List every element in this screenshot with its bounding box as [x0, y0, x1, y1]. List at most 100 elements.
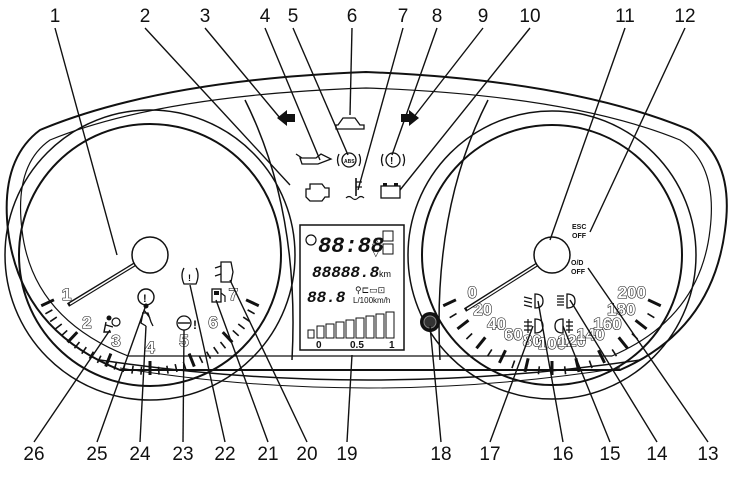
tachometer-tick	[104, 352, 113, 368]
callout-number-21: 21	[257, 444, 278, 465]
callout-leader-9	[412, 27, 484, 119]
tachometer-bezel-outer	[4, 109, 296, 401]
speedometer-tick	[511, 360, 516, 369]
rear-fog-light-icon	[554, 318, 573, 334]
callout-number-13: 13	[697, 444, 718, 465]
od-off-indicator: O/D OFF	[571, 260, 586, 276]
callout-number-12: 12	[674, 6, 695, 27]
callout-leader-20	[229, 279, 308, 443]
trip-reset-button[interactable]	[420, 312, 440, 332]
callout-leader-4	[264, 27, 321, 161]
tachometer-tick	[113, 361, 118, 370]
tachometer-tick	[81, 346, 87, 355]
speedometer-label: 200	[618, 283, 646, 302]
esc-off-label-top: ESC	[572, 224, 586, 231]
tachometer-tick	[245, 298, 260, 308]
speedometer-tick	[647, 312, 655, 319]
callout-leader-14	[569, 299, 658, 443]
battery-icon	[380, 183, 401, 199]
tire-pressure-icon: !	[181, 267, 199, 285]
low-fuel-icon	[211, 288, 226, 303]
svg-text:ABS: ABS	[344, 159, 355, 165]
callout-leader-7	[357, 27, 404, 191]
speedometer-tick	[498, 349, 507, 364]
tachometer-tick	[174, 363, 178, 373]
center-divider-right	[438, 99, 489, 361]
svg-text:!: !	[193, 318, 197, 332]
speedometer-label: 60	[504, 325, 523, 344]
callout-number-11: 11	[615, 6, 635, 27]
callout-number-17: 17	[479, 444, 500, 465]
tachometer-tick	[237, 323, 246, 330]
speedometer-tick	[486, 349, 493, 357]
cluster-base-curve	[99, 359, 641, 381]
callout-leader-25	[96, 304, 147, 443]
tachometer-tick	[232, 329, 240, 337]
down-arrow-icon: ▽	[372, 248, 380, 259]
svg-text:!: !	[188, 273, 191, 283]
center-divider-left	[244, 99, 294, 361]
door-ajar-icon	[214, 261, 234, 283]
tachometer-label: 1	[62, 285, 71, 304]
callout-leader-13	[587, 267, 709, 443]
speedometer-tick	[597, 349, 606, 364]
callout-number-15: 15	[599, 444, 620, 465]
svg-text:!: !	[390, 156, 393, 167]
callout-number-14: 14	[646, 444, 668, 465]
cluster-base-curve-2	[119, 367, 621, 389]
speedometer-label: 40	[487, 314, 506, 333]
speedometer-label: 120	[558, 332, 586, 351]
tachometer-label: 3	[111, 331, 120, 350]
display-odometer-unit: km	[379, 269, 391, 279]
callout-leader-21	[215, 299, 269, 443]
speedometer-tick	[634, 319, 648, 331]
speedometer-bezel	[421, 124, 683, 386]
bar-gauge	[307, 311, 395, 339]
tachometer-label: 4	[145, 338, 155, 357]
callout-leader-15	[562, 325, 611, 443]
tachometer-tick	[157, 366, 160, 375]
tachometer-tick	[247, 309, 256, 315]
callout-number-1: 1	[50, 6, 61, 27]
grid-icon-2	[382, 243, 394, 255]
callout-number-9: 9	[478, 6, 489, 27]
display-consumption: 88.8	[307, 289, 346, 307]
tachometer-tick	[198, 355, 204, 364]
callout-number-2: 2	[140, 6, 151, 27]
callout-number-22: 22	[214, 444, 235, 465]
gauge-scale-mid: 0.5	[350, 340, 364, 351]
clock-icon	[305, 234, 317, 246]
callout-leader-6	[349, 27, 353, 116]
tachometer-tick	[140, 366, 143, 375]
callout-leader-8	[391, 27, 438, 156]
callout-leader-22	[189, 284, 226, 443]
callout-number-19: 19	[336, 444, 357, 465]
speedometer-tick	[537, 366, 541, 375]
callout-leader-18	[429, 325, 442, 443]
callout-number-25: 25	[86, 444, 107, 465]
od-off-label-bottom: OFF	[571, 269, 586, 276]
left-turn-arrow-icon	[277, 110, 295, 126]
tachometer-label: 6	[208, 313, 217, 332]
od-off-label-top: O/D	[571, 260, 583, 267]
speedometer-label: 160	[593, 314, 621, 333]
callout-leader-24	[139, 325, 147, 443]
display-clock: 88:88	[318, 234, 384, 259]
tachometer-tick	[54, 323, 63, 330]
tachometer-tick	[88, 351, 95, 359]
engine-immobilizer-icon: !	[176, 315, 197, 332]
callout-leader-3	[204, 27, 281, 119]
gauge-scale-1: 1	[389, 340, 395, 351]
speedometer-label: 0	[468, 283, 477, 302]
tachometer-tick	[205, 351, 212, 359]
callout-leader-2	[144, 27, 291, 186]
tachometer-label: 2	[82, 313, 91, 332]
up-down-arrows-icon: △	[372, 236, 380, 247]
callout-number-3: 3	[200, 6, 211, 27]
speedometer-tick	[563, 366, 567, 375]
grid-icon	[382, 230, 394, 242]
speedometer-tick	[449, 312, 457, 319]
fuel-pump-car-icon: ⚲⊏▭⊡	[355, 285, 385, 295]
speedometer-tick	[647, 298, 662, 308]
